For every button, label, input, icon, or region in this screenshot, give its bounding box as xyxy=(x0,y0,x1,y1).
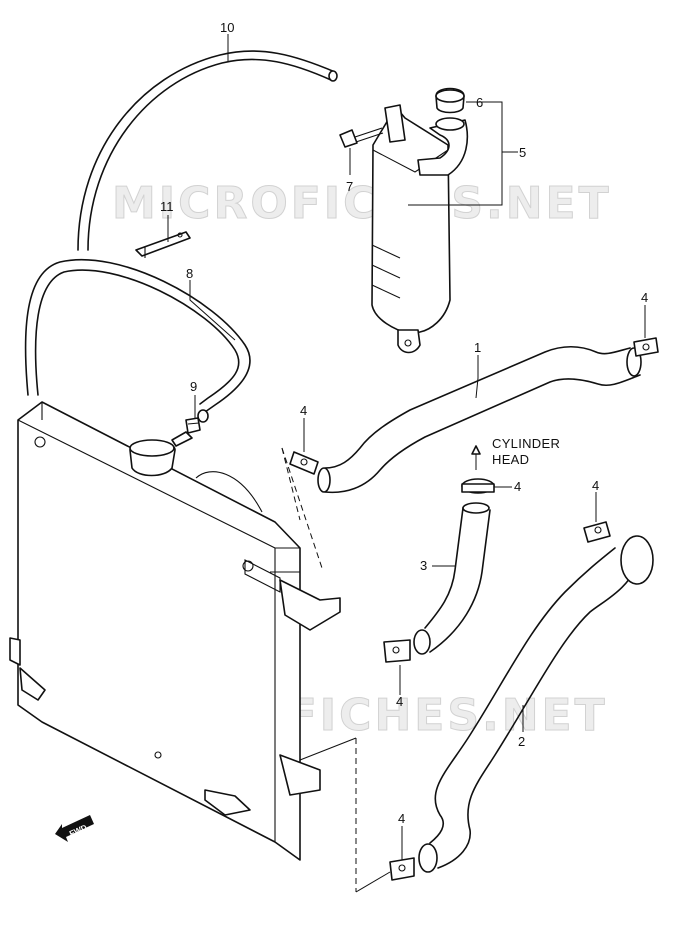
connection-lines xyxy=(281,447,391,893)
callout-4-hose3-lower: 4 xyxy=(396,694,403,709)
callout-4-left: 4 xyxy=(300,403,307,418)
radiator xyxy=(9,401,341,861)
callout-4-top-right: 4 xyxy=(641,290,648,305)
callout-8: 8 xyxy=(186,266,193,281)
watermark-top: MICROFICHES.NET xyxy=(112,178,612,229)
callout-4-cylinder-head: 4 xyxy=(514,479,521,494)
radiator-outlet-hose-2 xyxy=(418,535,654,873)
callout-10: 10 xyxy=(220,20,234,35)
hose-clamp-4-bottom xyxy=(389,857,415,881)
cylinder-head-note-line1: CYLINDER xyxy=(492,436,560,451)
callout-2: 2 xyxy=(518,734,525,749)
hose-clamp-4-cylinder-head xyxy=(461,478,495,494)
hose-clamp-4-right xyxy=(583,521,611,543)
tank-cap-6 xyxy=(435,87,465,114)
leader-lines xyxy=(167,34,646,860)
bracket-11 xyxy=(135,231,191,258)
hose-clamp-4-top-right xyxy=(633,337,659,357)
cylinder-head-hose-3 xyxy=(413,502,491,655)
callout-4-right: 4 xyxy=(592,478,599,493)
callout-11: 11 xyxy=(160,199,174,214)
reservoir-tank xyxy=(371,104,469,354)
callout-6: 6 xyxy=(476,95,483,110)
overflow-hose-10 xyxy=(77,50,338,251)
cylinder-head-note-line2: HEAD xyxy=(492,452,529,467)
callout-3: 3 xyxy=(420,558,427,573)
hose-clamp-4-left xyxy=(289,451,319,475)
callout-9: 9 xyxy=(190,379,197,394)
callout-1: 1 xyxy=(474,340,481,355)
callout-5: 5 xyxy=(519,145,526,160)
callout-7: 7 xyxy=(346,179,353,194)
breather-hose-8 xyxy=(24,258,251,423)
bolt-7 xyxy=(339,127,384,148)
clamp-9 xyxy=(185,417,201,434)
radiator-inlet-hose-1 xyxy=(317,345,642,494)
hose-clamp-4-hose3-lower xyxy=(383,639,411,663)
forward-arrow-icon: FWD xyxy=(55,815,94,842)
callout-4-bottom: 4 xyxy=(398,811,405,826)
